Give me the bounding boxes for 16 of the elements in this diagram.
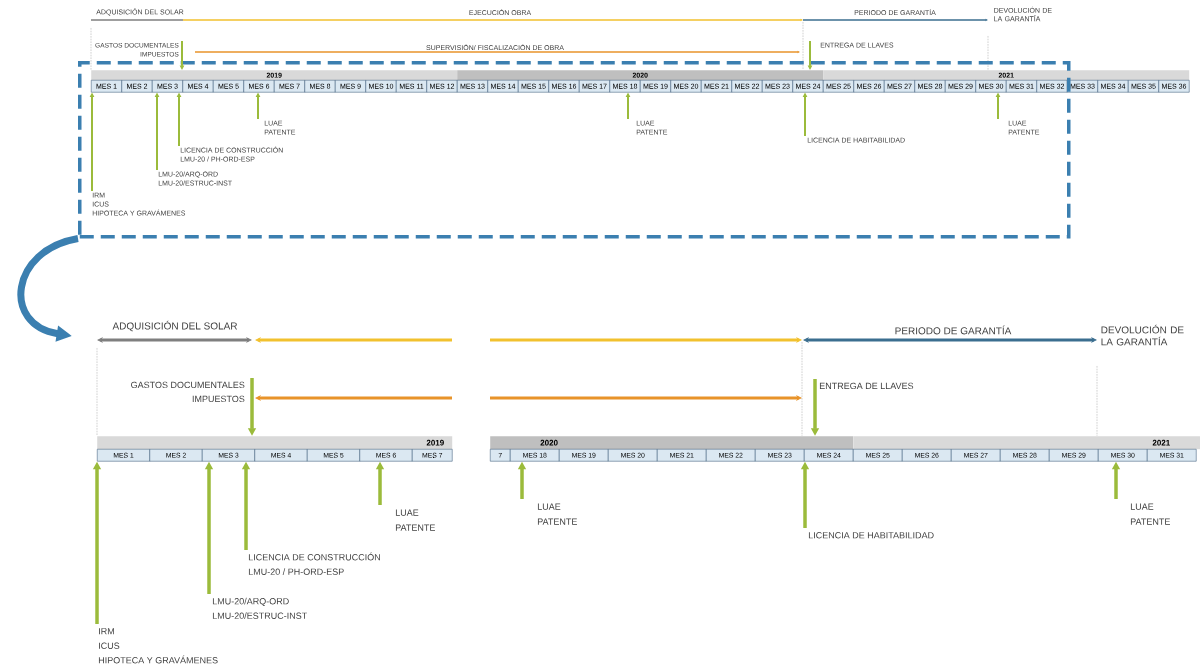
milestone-label: IRM ICUS HIPOTECA Y GRAVÁMENES	[98, 628, 218, 664]
phase-label: PERIODO DE GARANTÍA	[895, 325, 1012, 335]
milestone-label: ENTREGA DE LLAVES	[819, 382, 914, 390]
milestone-label: LUAE PATENTE	[1130, 503, 1170, 525]
phase-label: DEVOLUCIÓN DE LA GARANTÍA	[1101, 324, 1184, 346]
year-band: 2021	[853, 436, 1200, 450]
milestone-label: LMU-20/ARQ-ORD LMU-20/ESTRUC-INST	[212, 597, 307, 619]
milestone-label: GASTOS DOCUMENTALES IMPUESTOS	[131, 381, 245, 403]
milestone-label: LICENCIA DE CONSTRUCCIÓN LMU-20 / PH-ORD-ESP	[248, 552, 380, 575]
dashed-frame	[78, 61, 1071, 239]
milestone-label: LICENCIA DE HABITABILIDAD	[808, 532, 934, 539]
year-band: 2020	[490, 436, 854, 450]
phase-label: ADQUISICIÓN DEL SOLAR	[112, 320, 238, 332]
milestone-label: LUAE PATENTE	[395, 509, 435, 531]
year-band: 2019	[97, 436, 453, 450]
milestone-label: LUAE PATENTE	[537, 503, 577, 525]
